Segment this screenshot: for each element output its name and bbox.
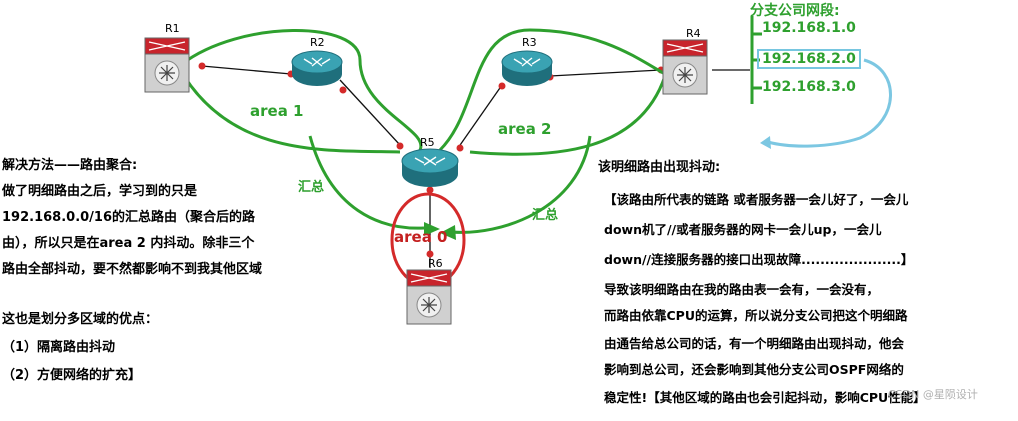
device-label-r2: R2	[310, 36, 325, 49]
branch-net-1: 192.168.1.0	[762, 20, 856, 36]
summary-label-right: 汇总	[532, 208, 559, 223]
summary-label-left: 汇总	[298, 180, 325, 195]
router-icon	[401, 148, 459, 187]
branch-title: 分支公司网段:	[750, 3, 840, 19]
right-line-2: 【该路由所代表的链路 或者服务器一会儿好了，一会儿	[604, 192, 909, 207]
area-boundaries	[176, 28, 667, 234]
right-line-8: 影响到总公司，还会影响到其他分支公司OSPF网络的	[604, 362, 904, 377]
switch-icon	[662, 39, 708, 95]
area2-bottom-curve	[469, 75, 667, 156]
blue-callout-arrow	[767, 58, 892, 148]
left-line-1: 解决方法——路由聚合:	[2, 158, 138, 173]
area0-label: area 0	[394, 228, 448, 246]
left-line-4: 由），所以只是在area 2 内抖动。除非三个	[2, 236, 255, 251]
router-icon	[291, 50, 343, 86]
branch-net-2: 192.168.2.0	[757, 49, 861, 69]
link-r1-r2	[201, 65, 292, 75]
left-line-7: （1）隔离路由抖动	[2, 340, 116, 355]
right-line-3: down机了//或者服务器的网卡一会儿up，一会儿	[604, 222, 882, 237]
summary-arrow-left	[308, 135, 425, 230]
device-label-r5: R5	[420, 136, 435, 149]
left-line-8: （2）方便网络的扩充】	[2, 368, 142, 383]
area2-top-curve	[438, 28, 666, 152]
switch-icon	[406, 269, 452, 325]
area2-label: area 2	[498, 120, 552, 138]
summary-arrow-right	[451, 135, 592, 234]
right-line-9: 稳定性!【其他区域的路由也会引起抖动，影响CPU性能】	[604, 390, 926, 405]
right-line-5: 导致该明细路由在我的路由表一会有，一会没有，	[604, 282, 880, 297]
device-label-r3: R3	[522, 36, 537, 49]
branch-net-3: 192.168.3.0	[762, 79, 856, 95]
switch-icon	[144, 37, 190, 93]
right-line-1: 该明细路由出现抖动:	[598, 160, 721, 175]
left-line-2: 做了明细路由之后，学习到的只是	[2, 184, 198, 199]
left-line-5: 路由全部抖动，要不然都影响不到我其他区域	[2, 262, 263, 277]
right-line-6: 而路由依靠CPU的运算，所以说分支公司把这个明细路	[604, 308, 908, 323]
device-label-r6: R6	[428, 257, 443, 270]
link-r3-r5	[457, 84, 503, 149]
area1-top-curve	[181, 29, 423, 151]
left-line-3: 192.168.0.0/16的汇总路由（聚合后的路	[2, 210, 256, 225]
watermark: CSDN @星陨设计	[888, 388, 978, 401]
left-line-6: 这也是划分多区域的优点：	[2, 312, 159, 327]
link-r3-r4	[549, 69, 662, 77]
area1-label: area 1	[250, 102, 304, 120]
device-label-r1: R1	[165, 22, 180, 35]
device-label-r4: R4	[686, 27, 701, 40]
router-icon	[501, 50, 553, 86]
link-r2-r5	[339, 79, 401, 146]
right-line-4: down//连接服务器的接口出现故障.....................】	[604, 252, 914, 267]
area1-bottom-curve	[176, 65, 401, 154]
right-line-7: 由通告给总公司的话，有一个明细路由出现抖动，他会	[604, 336, 905, 351]
